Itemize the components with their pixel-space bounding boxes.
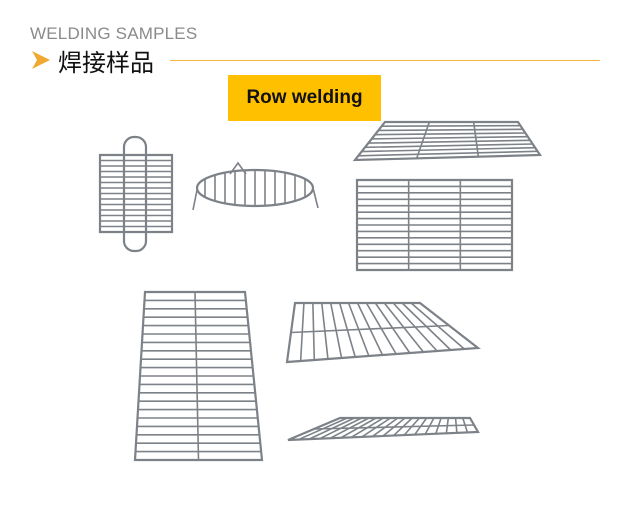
- row-welding-badge: Row welding: [228, 75, 381, 121]
- cooling-rack: [355, 178, 514, 272]
- title-divider: [170, 60, 600, 61]
- section-title-cn: 焊接样品: [58, 49, 154, 77]
- tall-grate: [133, 290, 264, 462]
- perspective-grate-top: [352, 120, 543, 162]
- round-grill: [192, 161, 319, 211]
- chevron-right-icon: [32, 51, 50, 69]
- section-title-en: WELDING SAMPLES: [30, 24, 198, 43]
- grill-with-handles: [98, 135, 174, 253]
- flat-grate-bottom: [287, 416, 480, 442]
- perspective-grate-mid: [285, 301, 481, 364]
